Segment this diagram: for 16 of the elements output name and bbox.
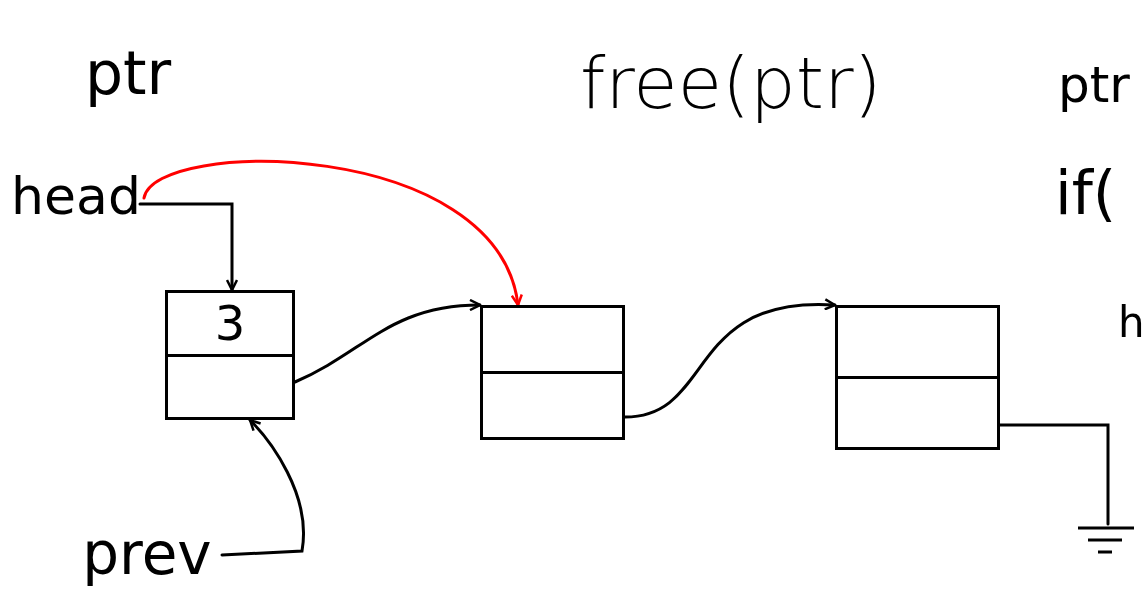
arrow xyxy=(293,299,482,384)
code-text: h xyxy=(1118,300,1144,347)
list-node-box xyxy=(165,290,295,420)
code-text: if( xyxy=(1055,160,1117,226)
arrow xyxy=(138,202,239,292)
node-value: 3 xyxy=(214,295,246,352)
code-text: ptr xyxy=(85,40,172,106)
pointer-name: prev xyxy=(72,520,222,588)
pointer-name: head xyxy=(12,168,140,224)
list-node-box xyxy=(835,305,1000,450)
title: free(ptr) xyxy=(580,40,882,127)
arrow xyxy=(220,418,305,557)
arrow xyxy=(142,160,522,307)
code-text: ptr xyxy=(1058,58,1130,113)
arrow xyxy=(623,298,837,419)
list-node-box xyxy=(480,305,625,440)
